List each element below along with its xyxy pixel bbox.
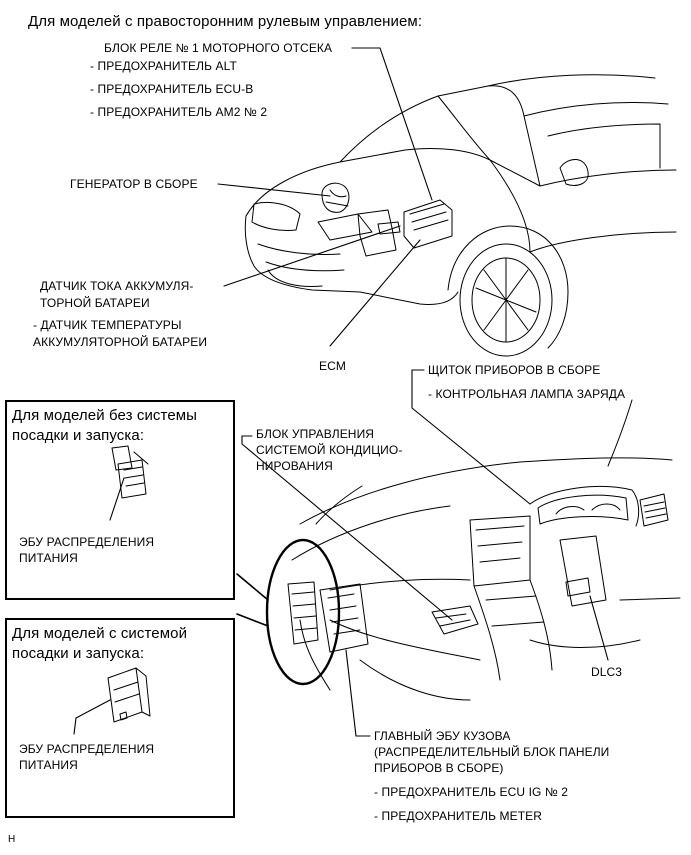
inset-no-smart-entry-ecu-line1: ЭБУ РАСПРЕДЕЛЕНИЯ	[19, 535, 155, 549]
reference-code: H	[8, 834, 16, 845]
label-fuse-ecu-b: - ПРЕДОХРАНИТЕЛЬ ECU-B	[90, 82, 254, 96]
ecu-illustration-bottom	[107, 667, 151, 723]
inset-smart-entry-ecu-line2: ПИТАНИЯ	[19, 758, 78, 772]
label-temp-sensor-line1: - ДАТЧИК ТЕМПЕРАТУРЫ	[33, 318, 182, 332]
label-main-body-line2: (РАСПРЕДЕЛИТЕЛЬНЫЙ БЛОК ПАНЕЛИ	[374, 745, 610, 759]
inset-no-smart-entry-title-line1: Для моделей без системы	[12, 407, 198, 424]
inset-no-smart-entry: Для моделей без системы посадки и запуск…	[5, 400, 235, 600]
label-current-sensor-line1: ДАТЧИК ТОКА АККУМУЛЯ-	[40, 279, 194, 293]
label-main-body-line3: ПРИБОРОВ В СБОРЕ)	[374, 761, 504, 775]
leader-lines	[73, 47, 609, 737]
ecu-zoom-circle	[236, 538, 341, 686]
label-temp-sensor-line2: АККУМУЛЯТОРНОЙ БАТАРЕИ	[33, 335, 208, 349]
label-relay-block: БЛОК РЕЛЕ № 1 МОТОРНОГО ОТСЕКА	[104, 41, 333, 55]
label-dlc3: DLC3	[591, 665, 623, 679]
dashboard-outline	[291, 399, 681, 701]
label-ac-line2: СИСТЕМОЙ КОНДИЦИО-	[256, 443, 403, 457]
label-fuse-ecu-ig: - ПРЕДОХРАНИТЕЛЬ ECU IG № 2	[374, 785, 569, 799]
label-main-body-line1: ГЛАВНЫЙ ЭБУ КУЗОВА	[374, 729, 511, 743]
inset-no-smart-entry-ecu-line2: ПИТАНИЯ	[19, 551, 78, 565]
label-ac-line1: БЛОК УПРАВЛЕНИЯ	[256, 427, 375, 441]
label-meter: ЩИТОК ПРИБОРОВ В СБОРЕ	[428, 363, 601, 377]
label-generator: ГЕНЕРАТОР В СБОРЕ	[70, 177, 198, 191]
inset-no-smart-entry-title-line2: посадки и запуска:	[12, 427, 145, 444]
car-outline	[244, 74, 677, 357]
label-fuse-alt: - ПРЕДОХРАНИТЕЛЬ ALT	[90, 59, 237, 73]
inset-smart-entry-ecu-line1: ЭБУ РАСПРЕДЕЛЕНИЯ	[19, 742, 155, 756]
page-header: Для моделей с правосторонним рулевым упр…	[28, 13, 423, 30]
inset-smart-entry-title-line1: Для моделей с системой	[12, 625, 188, 642]
label-charge-lamp: - КОНТРОЛЬНАЯ ЛАМПА ЗАРЯДА	[428, 387, 626, 401]
label-current-sensor-line2: ТОРНОЙ БАТАРЕИ	[40, 296, 150, 310]
label-fuse-am2: - ПРЕДОХРАНИТЕЛЬ AM2 № 2	[90, 105, 268, 119]
inset-smart-entry-title-line2: посадки и запуска:	[12, 645, 145, 662]
label-ac-line3: НИРОВАНИЯ	[256, 459, 333, 473]
label-ecm: ECM	[319, 359, 346, 373]
label-fuse-meter: - ПРЕДОХРАНИТЕЛЬ METER	[374, 809, 543, 823]
inset-smart-entry: Для моделей с системой посадки и запуска…	[5, 618, 235, 818]
